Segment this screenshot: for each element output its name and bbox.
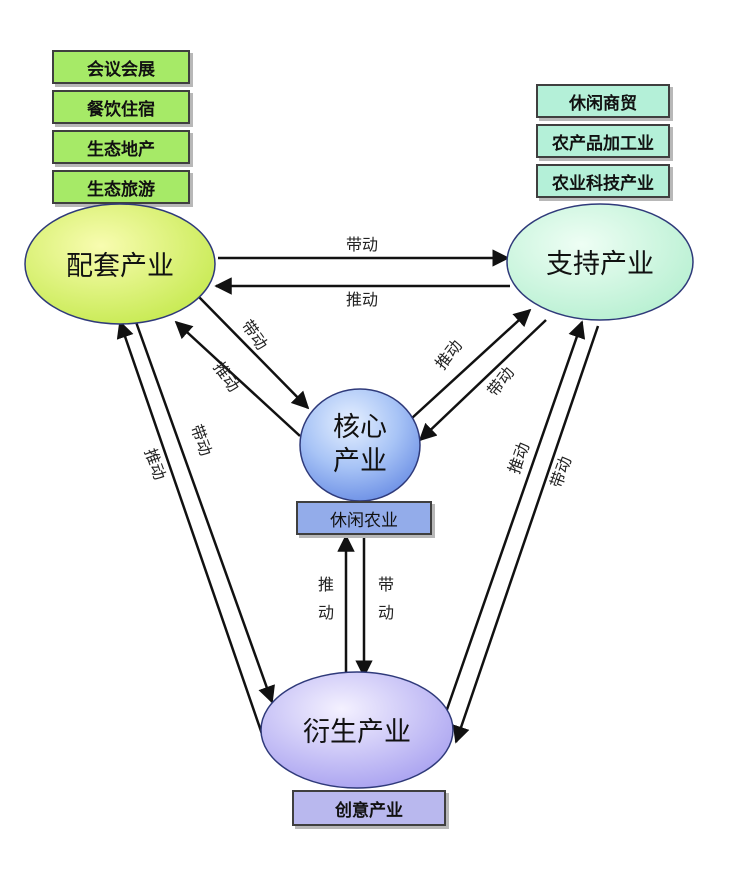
node-derived — [260, 671, 454, 789]
node-label-supporting-right: 支持产业 — [546, 249, 654, 280]
left-tag-2: 餐饮住宿 — [52, 90, 190, 124]
left-tag-4: 生态旅游 — [52, 170, 190, 204]
node-supporting-right — [506, 203, 694, 321]
node-label-derived: 衍生产业 — [303, 717, 411, 748]
right-tag-2: 农产品加工业 — [536, 124, 670, 158]
label-drive-core-derived-char2: 动 — [378, 603, 394, 622]
derived-tag: 创意产业 — [292, 790, 446, 826]
label-drive-right-derived: 带动 — [546, 454, 575, 491]
left-tag-3: 生态地产 — [52, 130, 190, 164]
label-drive-top: 带动 — [346, 235, 378, 254]
arrow-left-to-derived — [134, 321, 275, 704]
node-core — [299, 388, 421, 502]
node-supporting-left — [24, 203, 216, 325]
core-tag: 休闲农业 — [296, 501, 432, 535]
right-tag-1: 休闲商贸 — [536, 84, 670, 118]
arrow-core-to-left — [174, 320, 301, 437]
node-label-supporting-left: 配套产业 — [66, 251, 174, 282]
arrow-core-to-right — [411, 308, 532, 419]
arrow-right-to-derived — [452, 325, 600, 744]
left-tag-1: 会议会展 — [52, 50, 190, 84]
label-push-left-core: 推动 — [210, 358, 244, 395]
arrow-left-to-core — [197, 295, 310, 410]
label-drive-left-core: 带动 — [238, 316, 272, 353]
node-label-core-line1: 核心 — [333, 412, 387, 443]
label-drive-core-derived-char1: 带 — [378, 575, 394, 594]
label-push-core-derived-char1: 推 — [318, 575, 334, 594]
right-tag-3: 农业科技产业 — [536, 164, 670, 198]
label-push-top: 推动 — [346, 290, 378, 309]
arrow-derived-to-right — [442, 320, 586, 719]
label-push-core-derived-char2: 动 — [318, 603, 334, 622]
node-label-core-line2: 产业 — [333, 446, 387, 477]
arrow-derived-to-left — [116, 320, 264, 735]
label-push-right-core: 推动 — [431, 336, 466, 373]
label-drive-right-core: 带动 — [483, 363, 518, 400]
label-drive-left-derived: 带动 — [187, 422, 216, 459]
arrow-right-to-core — [418, 319, 547, 442]
